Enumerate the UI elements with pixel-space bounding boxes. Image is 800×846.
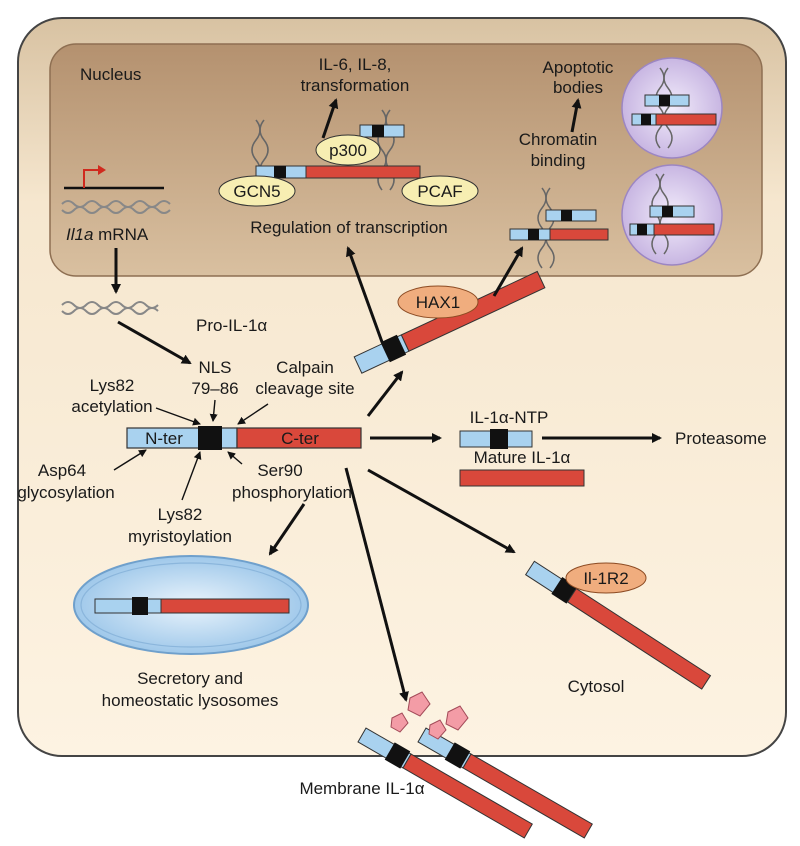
pro-il1a-molecule: [126, 426, 362, 450]
mature-il1a-fragment: [459, 469, 585, 487]
arrow-to-il1r2: [367, 468, 516, 554]
apoptotic-body-upper: [621, 57, 723, 159]
apoptotic-label-1: Apoptotic: [543, 58, 614, 77]
arrow-to-transcription: [346, 246, 384, 343]
membrane-glycan-4: [428, 719, 447, 740]
asp64-label-2: glycosylation: [17, 483, 114, 502]
il1r2-label: Il-1R2: [583, 569, 628, 588]
hax1-label: HAX1: [416, 293, 460, 312]
calpain-label-2: cleavage site: [255, 379, 354, 398]
lysosome-il1a: [94, 597, 290, 615]
nls-label-1: NLS: [198, 358, 231, 377]
secretory-label-1: Secretory and: [137, 669, 243, 688]
pcaf-cofactor: [401, 175, 479, 207]
ptm-arrow-acetylation: [155, 407, 201, 426]
cytosol-label: Cytosol: [568, 677, 625, 696]
arrow-translation: [117, 320, 192, 365]
nucleus-label: Nucleus: [80, 65, 141, 84]
ptm-arrow-glycosylation: [113, 449, 147, 471]
mrna-cytoplasm: [61, 301, 159, 315]
apoptotic-lower-contents: [629, 173, 715, 255]
membrane-il1a-label: Membrane IL-1α: [299, 779, 424, 798]
chromatin-bound-complex: [509, 187, 609, 269]
il1a-mrna-label: Il1a mRNA: [66, 225, 149, 244]
hax1-binding-protein: [397, 285, 479, 319]
apoptotic-upper-contents: [631, 67, 717, 149]
transcription-il1a-full: [255, 165, 421, 179]
apoptotic-label-2: bodies: [553, 78, 603, 97]
arrow-to-il6: [321, 98, 339, 139]
ptm-arrow-phosphorylation: [227, 451, 243, 465]
il1a-ntp-fragment: [459, 429, 533, 449]
nls-block: [198, 426, 222, 450]
arrow-to-membrane: [344, 467, 409, 702]
transcription-il1a-ntp-upper: [359, 124, 405, 138]
ptm-arrow-calpain: [237, 403, 269, 425]
il6-label: IL-6, IL-8,: [319, 55, 392, 74]
p300-label: p300: [329, 141, 367, 160]
arrow-to-chromatin: [492, 246, 524, 297]
membrane-glycan-3: [390, 712, 409, 733]
p300-cofactor: [315, 134, 381, 166]
proteasome-label: Proteasome: [675, 429, 767, 448]
mrna-label: mRNA: [93, 225, 148, 244]
arrow-to-apoptotic: [570, 98, 582, 133]
membrane-glycan-1: [407, 691, 431, 717]
lys82-myristoylation-label-1: Lys82: [158, 505, 203, 524]
transformation-label: transformation: [301, 76, 410, 95]
membrane-il1a-2: [417, 727, 593, 839]
secretory-label-2: homeostatic lysosomes: [102, 691, 279, 710]
lys82-acetylation-label-1: Lys82: [90, 376, 135, 395]
nls-label-2: 79–86: [191, 379, 238, 398]
il1a-gene: [61, 165, 171, 214]
regulation-label: Regulation of transcription: [250, 218, 448, 237]
lys82-myristoylation-label-2: myristoylation: [128, 527, 232, 546]
lysosome-membrane-inner: [80, 562, 302, 648]
membrane-il1a-1: [357, 727, 533, 839]
asp64-label-1: Asp64: [38, 461, 86, 480]
ptm-arrow-nls: [209, 399, 218, 422]
chromatin-label-2: binding: [531, 151, 586, 170]
il1r2-receptor: [565, 562, 647, 594]
c-ter-label: C-ter: [281, 429, 319, 448]
ptm-arrow-myristoylation: [181, 451, 202, 501]
arrow-calpain-cleavage: [366, 370, 404, 417]
ser90-label-1: Ser90: [257, 461, 302, 480]
membrane-glycan-2: [445, 705, 469, 731]
chromatin-label-1: Chromatin: [519, 130, 597, 149]
calpain-label-1: Calpain: [276, 358, 334, 377]
il1a-gene-name: Il1a: [66, 225, 93, 244]
lys82-acetylation-label-2: acetylation: [71, 397, 152, 416]
ser90-label-2: phosphorylation: [232, 483, 352, 502]
pro-il1a-label: Pro-IL-1α: [196, 316, 267, 335]
il1a-ntp-label: IL-1α-NTP: [470, 408, 549, 427]
gcn5-cofactor: [218, 175, 296, 207]
n-ter-label: N-ter: [145, 429, 183, 448]
gcn5-label: GCN5: [233, 182, 280, 201]
arrow-to-lysosome: [268, 503, 306, 556]
mature-il1a-label: Mature IL-1α: [474, 448, 571, 467]
pcaf-label: PCAF: [417, 182, 462, 201]
c-ter-domain: [236, 427, 362, 449]
